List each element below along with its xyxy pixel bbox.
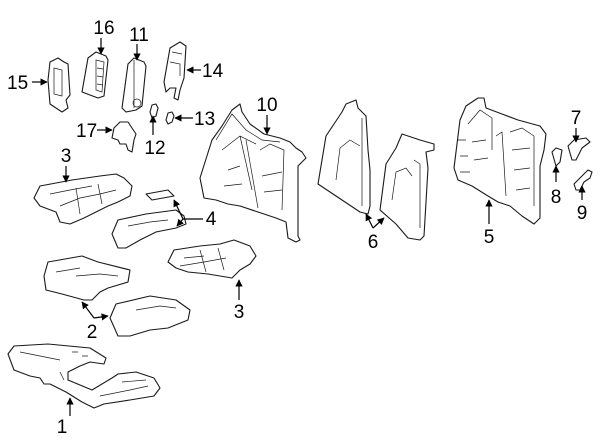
callout-12: 12	[144, 138, 165, 159]
callout-labels: 1 2 3 3 4 5 6 7 8 9 10 11 12 13 14 15 16…	[7, 18, 587, 438]
part-11-cover[interactable]	[121, 57, 147, 113]
part-10-seatback[interactable]	[199, 103, 307, 243]
callout-14: 14	[202, 61, 224, 82]
part-12-fastener[interactable]	[149, 103, 159, 119]
callout-1: 1	[57, 417, 68, 438]
part-7-bracket[interactable]	[567, 137, 591, 161]
callout-3-lower: 3	[234, 302, 245, 323]
callout-13: 13	[194, 109, 215, 130]
part-8-knob[interactable]	[551, 147, 563, 167]
part-4-bolster[interactable]	[111, 209, 187, 249]
leader-lines	[32, 38, 586, 416]
callout-4: 4	[206, 209, 217, 230]
callout-9: 9	[577, 203, 588, 224]
callout-5: 5	[484, 227, 495, 248]
part-3-cushion-lower[interactable]	[167, 239, 257, 279]
part-6-panel-left[interactable]	[317, 99, 371, 215]
callout-10: 10	[256, 95, 277, 116]
callout-2: 2	[87, 322, 98, 343]
part-2-cushion-right[interactable]	[109, 295, 191, 337]
callout-15: 15	[7, 73, 28, 94]
part-13-fastener[interactable]	[165, 111, 175, 125]
callout-6: 6	[368, 232, 379, 253]
callout-7: 7	[571, 108, 582, 129]
part-5-frame[interactable]	[453, 97, 547, 225]
part-3-cushion-upper[interactable]	[33, 173, 133, 225]
part-6-panel-right[interactable]	[379, 133, 435, 241]
callout-3-upper: 3	[61, 146, 72, 167]
part-16-housing[interactable]	[81, 51, 109, 99]
part-14-trim[interactable]	[163, 41, 187, 101]
callout-11: 11	[129, 25, 149, 46]
part-1-seat-base[interactable]	[7, 343, 161, 409]
callout-16: 16	[93, 18, 114, 39]
callout-8: 8	[551, 187, 562, 208]
part-9-bracket[interactable]	[573, 169, 593, 191]
part-2-cushion-left[interactable]	[43, 255, 131, 301]
callout-17: 17	[76, 121, 97, 142]
part-17-clip[interactable]	[111, 121, 137, 153]
part-15-bracket[interactable]	[47, 57, 71, 113]
part-4-pad[interactable]	[145, 189, 175, 201]
